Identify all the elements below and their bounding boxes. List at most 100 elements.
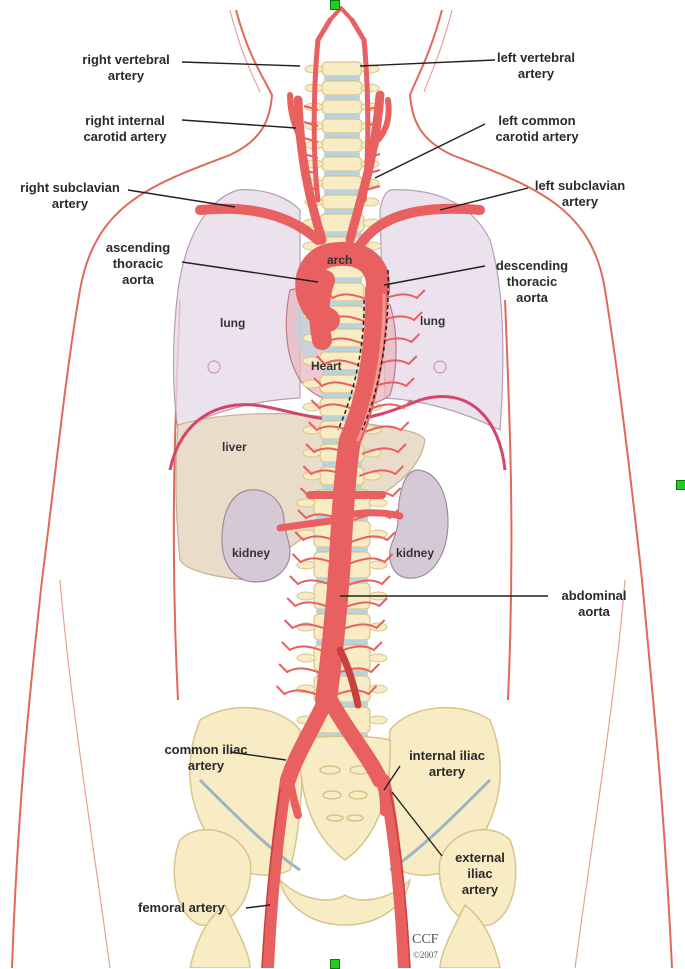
vertebra-process	[360, 83, 380, 93]
intervertebral-disc	[324, 171, 360, 176]
label-descending-line1: descending	[495, 258, 569, 273]
label-abdominal-line1: abdominal	[561, 588, 627, 603]
intercostal-artery	[350, 531, 396, 543]
vertebra	[321, 175, 363, 191]
vertebra	[321, 61, 363, 77]
vertebra-process	[368, 498, 388, 508]
body-outline-inner	[59, 9, 626, 968]
mesenteric-branch	[336, 646, 362, 709]
left-femoral-artery	[378, 774, 410, 968]
label-abdominal-aorta: abdominal aorta	[546, 588, 642, 620]
label-ascending-line2: thoracic	[112, 256, 164, 271]
label-right-vertebral-line1: right vertebral	[82, 52, 170, 67]
intervertebral-disc	[324, 209, 360, 214]
femur-left	[439, 903, 501, 968]
intervertebral-disc	[324, 190, 360, 195]
intervertebral-disc	[322, 370, 362, 375]
resize-handle-right[interactable]	[676, 480, 685, 490]
label-ascending-line1: ascending	[105, 240, 171, 255]
pelvis	[173, 707, 517, 968]
label-common-iliac-line1: common iliac	[164, 742, 248, 757]
liver-shape	[175, 413, 426, 581]
label-left-vertebral-artery: left vertebral artery	[478, 50, 594, 82]
label-external-iliac-line3: artery	[461, 882, 499, 897]
label-external-iliac-line2: iliac	[467, 866, 493, 881]
vertebra-process	[368, 715, 388, 725]
descending-aorta-dashed-outline-2	[337, 299, 365, 431]
right-subclavian-artery	[195, 203, 323, 245]
intercostal-artery	[316, 355, 362, 367]
ascending-aorta	[309, 270, 335, 350]
label-left-vertebral-line2: artery	[517, 66, 555, 81]
right-femoral-artery	[262, 774, 292, 968]
label-internal-iliac-line1: internal iliac	[409, 748, 485, 763]
label-common-iliac-artery: common iliac artery	[150, 742, 262, 774]
vertebra-process	[368, 684, 388, 694]
label-external-iliac-artery: external iliac artery	[440, 850, 520, 898]
intervertebral-disc	[322, 347, 362, 352]
organ-label-heart: Heart	[311, 359, 342, 373]
hip-right	[173, 828, 252, 927]
label-right-vertebral-artery: right vertebral artery	[68, 52, 184, 84]
organ-label-liver: liver	[222, 440, 247, 454]
intervertebral-disc	[324, 95, 360, 100]
ccf-copyright-year: ©2007	[413, 950, 438, 960]
intercostal-artery	[348, 553, 394, 565]
organ-label-lung-right: lung	[220, 316, 246, 330]
right-renal-artery	[276, 516, 344, 532]
basilar-top	[328, 6, 354, 22]
label-internal-iliac-artery: internal iliac artery	[392, 748, 502, 780]
label-right-internal-carotid-line1: right internal	[85, 113, 165, 128]
intercostal-artery	[361, 443, 407, 455]
vertebra	[321, 99, 363, 115]
cervical-branch-artery	[365, 185, 381, 191]
label-left-vertebral-line1: left vertebral	[496, 50, 576, 65]
descending-aorta-dashed-outline	[361, 269, 390, 431]
intervertebral-disc	[324, 114, 360, 119]
vertebra-process	[296, 498, 316, 508]
organ-label-kidney-left: kidney	[396, 546, 435, 560]
left-renal-artery	[341, 509, 404, 520]
kidneys	[221, 469, 449, 583]
vertebra	[321, 80, 363, 96]
label-right-subclavian-line1: right subclavian	[20, 180, 120, 195]
intercostal-artery	[345, 575, 391, 587]
vertebra	[321, 156, 363, 172]
kidney-right-shape	[221, 489, 291, 583]
leader-lines	[127, 59, 548, 909]
resize-handle-top[interactable]	[330, 0, 340, 10]
sacrum	[299, 735, 391, 861]
label-left-subclavian-artery: left subclavian artery	[518, 178, 642, 210]
lung-right-shape	[172, 189, 301, 431]
label-descending-line2: thoracic	[506, 274, 558, 289]
left-common-iliac-artery	[322, 692, 388, 788]
intercostal-artery	[364, 421, 410, 433]
intercostal-artery	[358, 465, 405, 477]
ccf-logo: CCF	[412, 932, 439, 947]
organ-label-kidney-right: kidney	[232, 546, 271, 560]
vertebra-process	[296, 591, 316, 601]
label-right-vertebral-line2: artery	[107, 68, 145, 83]
kidney-left-shape	[389, 469, 449, 579]
right-carotid-artery	[293, 95, 327, 245]
vertebra-process	[368, 653, 388, 663]
label-left-common-carotid-artery: left common carotid artery	[482, 113, 592, 145]
label-left-common-carotid-line1: left common	[498, 113, 576, 128]
intervertebral-disc	[322, 393, 362, 398]
hip-left	[438, 828, 517, 927]
label-ascending-thoracic-aorta: ascending thoracic aorta	[92, 240, 184, 288]
label-descending-line3: aorta	[516, 290, 548, 305]
organ-label-lung-left: lung	[420, 314, 446, 328]
femoral-outline-right	[261, 789, 281, 968]
right-vertebral-artery	[311, 17, 333, 203]
arteries	[195, 6, 485, 968]
right-common-iliac-artery	[280, 692, 334, 788]
intercostal-artery	[342, 597, 388, 609]
intervertebral-disc	[324, 152, 360, 157]
intervertebral-disc	[324, 76, 360, 81]
nipple-left	[433, 360, 447, 374]
label-right-internal-carotid-artery: right internal carotid artery	[66, 113, 184, 145]
label-left-common-carotid-line2: carotid artery	[495, 129, 579, 144]
label-left-subclavian-line2: artery	[561, 194, 599, 209]
